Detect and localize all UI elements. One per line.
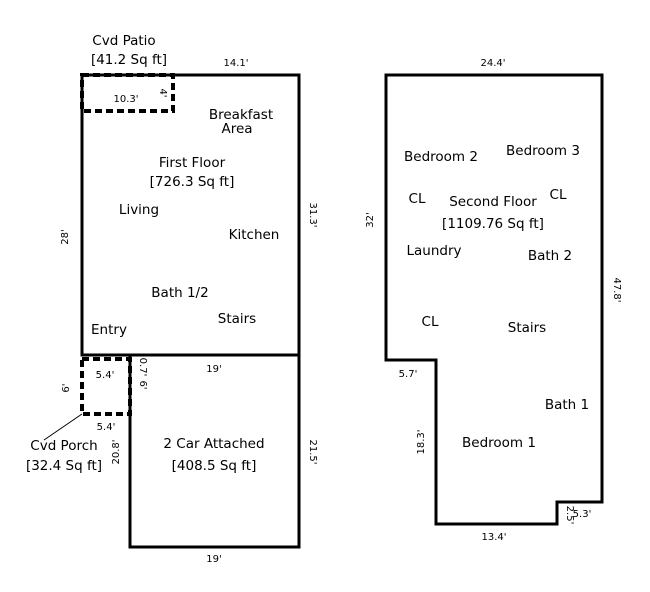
first-floor-top-dimension: 14.1' (223, 58, 248, 69)
second-floor-outline (384, 73, 604, 526)
bedroom-3-label: Bedroom 3 (506, 143, 580, 159)
half-bath-label: Bath 1/2 (151, 285, 208, 301)
breakfast-area-label-line2: Area (221, 121, 252, 137)
porch-left-dimension: 6' (61, 383, 72, 392)
bath-2-label: Bath 2 (528, 248, 572, 264)
garage-right-dimension: 21.5' (307, 439, 318, 464)
bedroom-2-label: Bedroom 2 (404, 149, 478, 165)
garage-area: [408.5 Sq ft] (172, 458, 257, 474)
second-floor-right-dimension: 47.8' (611, 277, 622, 302)
garage-bottom-dimension: 19' (206, 554, 221, 565)
first-floor-left-dimension: 28' (60, 229, 71, 244)
laundry-label: Laundry (406, 243, 461, 259)
step-width-dimension: 5.7' (399, 369, 418, 380)
porch-leader-line (43, 413, 83, 441)
second-floor-area: [1109.76 Sq ft] (442, 216, 544, 232)
garage-outline (128, 353, 301, 549)
patio-title: Cvd Patio (92, 33, 155, 49)
second-floor-top-dimension: 24.4' (480, 58, 505, 69)
first-floor-stairs-label: Stairs (218, 311, 256, 327)
second-floor-title: Second Floor (449, 194, 537, 210)
first-floor: Cvd Patio [41.2 Sq ft] 10.3' 4' 14.1' Br… (26, 33, 318, 565)
porch-title: Cvd Porch (30, 438, 97, 454)
porch-top-dimension: 5.4' (96, 370, 115, 381)
porch-small-dimension-1: 0.7' (137, 358, 148, 377)
notch-height-dimension: 2.5' (564, 506, 575, 525)
second-floor-bottom-dimension: 13.4' (481, 532, 506, 543)
closet-left-label: CL (409, 191, 426, 207)
patio-area: [41.2 Sq ft] (91, 52, 167, 68)
closet-right-label: CL (550, 187, 567, 203)
garage-label: 2 Car Attached (163, 436, 264, 452)
patio-depth-dimension: 4' (157, 88, 168, 97)
covered-porch-outline (80, 357, 132, 416)
second-floor-left-dimension: 32' (365, 212, 376, 227)
second-floor-stairs-label: Stairs (508, 320, 546, 336)
kitchen-label: Kitchen (229, 227, 280, 243)
patio-width-dimension: 10.3' (113, 94, 138, 105)
bath-1-label: Bath 1 (545, 397, 589, 413)
notch-width-dimension: 5.3' (573, 509, 592, 520)
porch-area: [32.4 Sq ft] (26, 458, 102, 474)
garage-top-dimension: 19' (206, 364, 221, 375)
living-room-label: Living (119, 202, 159, 218)
breakfast-area-label-line1: Breakfast (209, 107, 273, 123)
first-floor-right-dimension: 31.3' (307, 202, 318, 227)
garage-left-dimension: 20.8' (111, 439, 122, 464)
lower-left-dimension: 18.3' (416, 429, 427, 454)
first-floor-title: First Floor (159, 155, 226, 171)
first-floor-area: [726.3 Sq ft] (150, 174, 235, 190)
porch-small-dimension-2: 6' (137, 380, 148, 389)
covered-patio-outline (80, 73, 175, 113)
porch-bottom-dimension: 5.4' (97, 422, 116, 433)
closet-lower-label: CL (422, 314, 439, 330)
second-floor: 24.4' Bedroom 2 Bedroom 3 CL Second Floo… (365, 58, 622, 543)
entry-label: Entry (91, 322, 127, 338)
bedroom-1-label: Bedroom 1 (462, 435, 536, 451)
